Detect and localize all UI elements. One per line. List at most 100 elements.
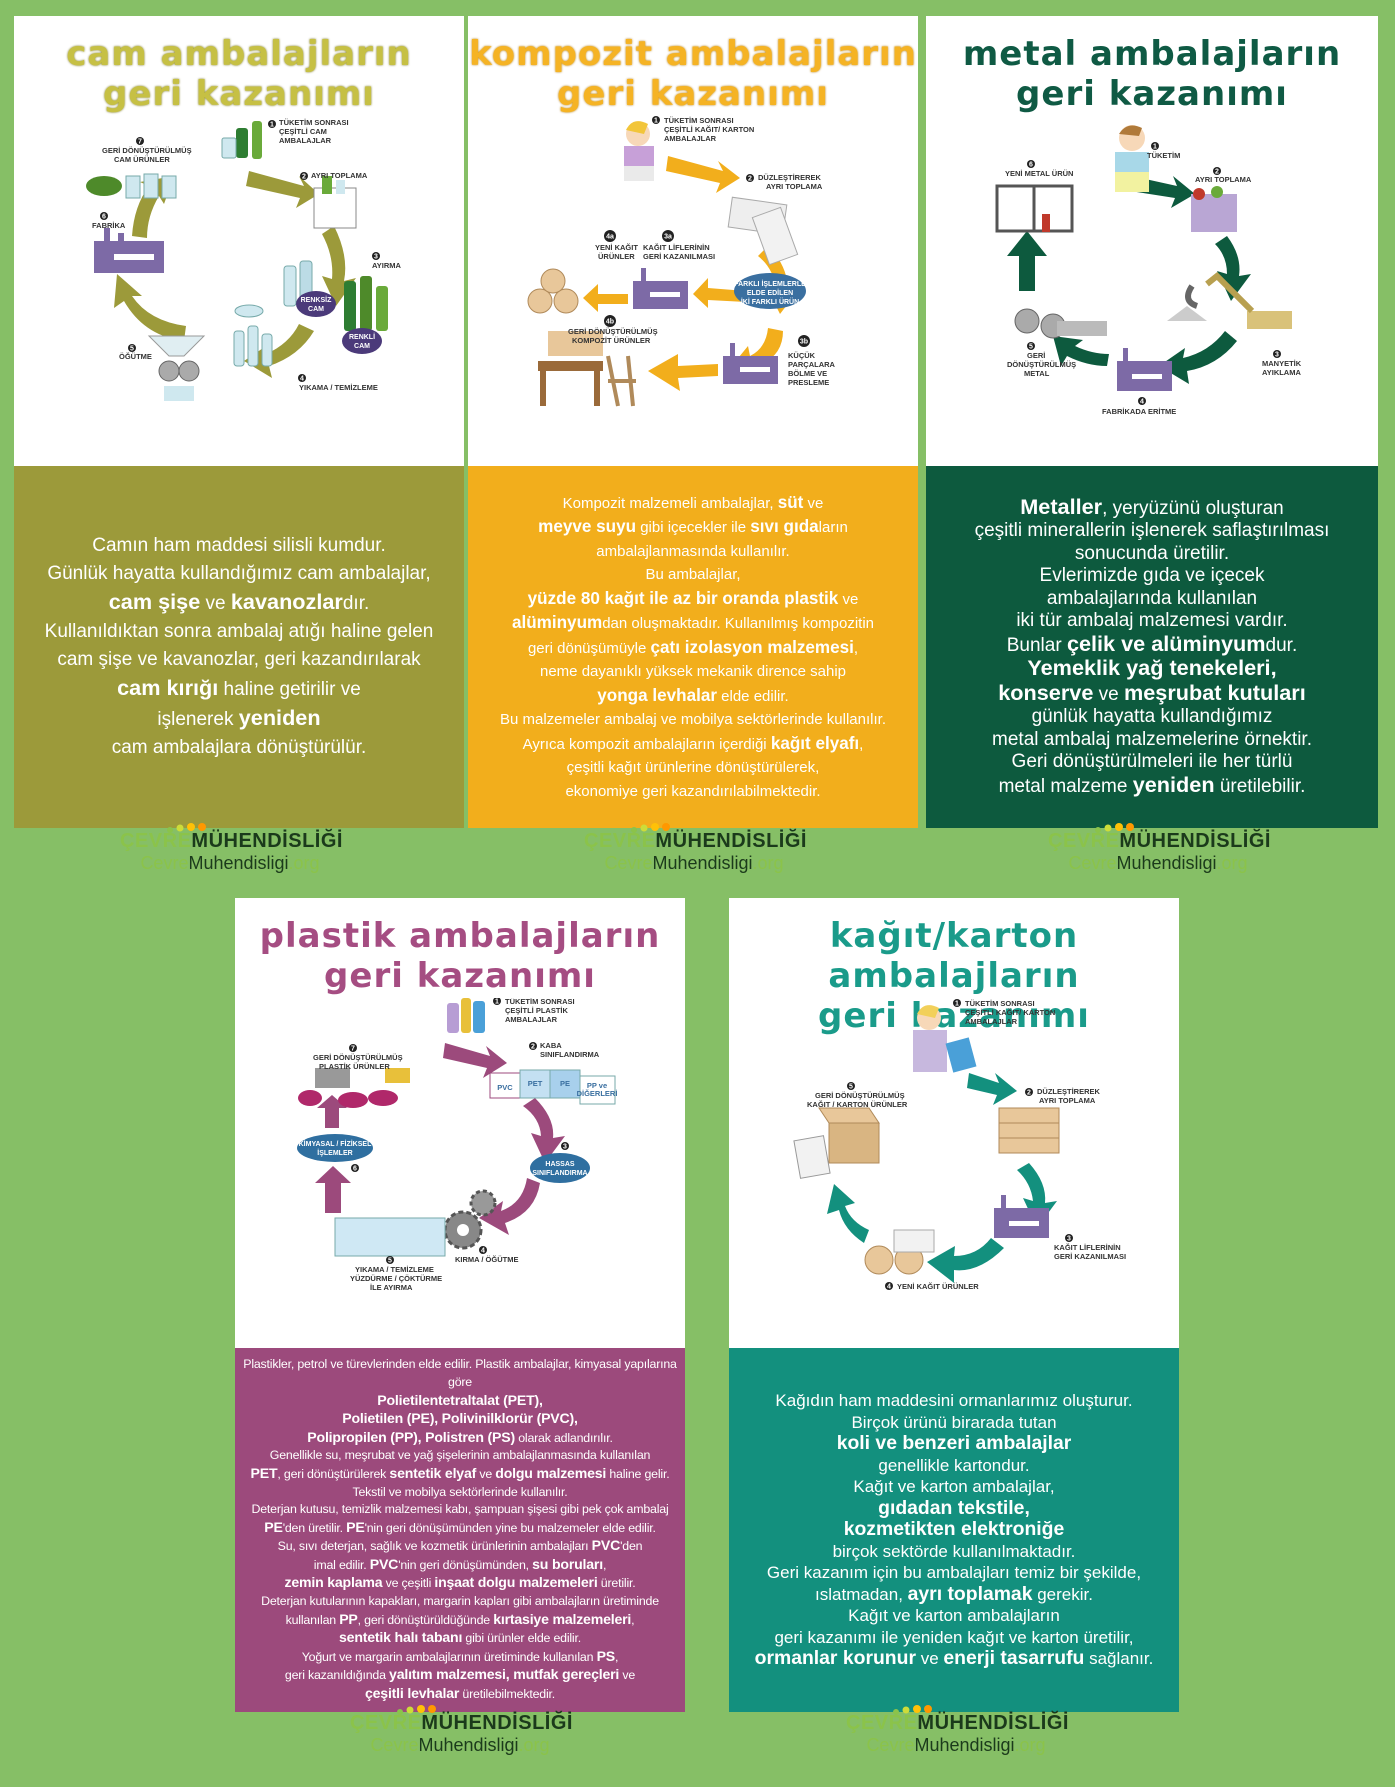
glass-bottles-icon: [221, 121, 262, 159]
logo-line-1: ÇEVREMÜHENDİSLİĞİ: [120, 830, 342, 852]
emphasis-text: zemin kaplama: [284, 1574, 383, 1591]
clear-glass-badge: [296, 291, 336, 317]
card-kagit: kağıt/karton ambalajların geri kazanımı: [729, 898, 1179, 1712]
chemical-process-label-2: İŞLEMLER: [317, 1149, 352, 1157]
step-5-label: GERİ: [1027, 351, 1045, 360]
description-line: Kağıt ve karton ambalajlar,: [853, 1476, 1054, 1498]
step-2-label: AYRI TOPLAMA: [311, 171, 368, 180]
title-line-1: cam ambalajların: [66, 34, 412, 74]
arrow-4: [114, 274, 186, 341]
logo-part: Cevre: [370, 1735, 419, 1755]
step-2-label-b: SINIFLANDIRMA: [540, 1050, 600, 1059]
logo-part: MÜHENDİSLİĞİ: [917, 1712, 1069, 1734]
svg-text:1: 1: [270, 122, 274, 129]
step-5-label: GERİ DÖNÜŞTÜRÜLMÜŞ: [815, 1091, 905, 1100]
step-3-label: MANYETİK: [1262, 359, 1302, 368]
svg-text:5: 5: [849, 1084, 853, 1091]
emphasis-text: kağıt elyafı: [770, 733, 860, 753]
body-text: günlük hayatta kullandığımız: [1031, 706, 1273, 728]
body-text: , geri dönüştürüldüğünde: [357, 1612, 494, 1627]
melting-factory-icon: [1117, 348, 1172, 391]
body-text: Evlerimizde gıda ve içecek: [1039, 565, 1265, 587]
factory-icon: [994, 1195, 1049, 1238]
description-line: Polietilentetraltalat (PET),: [377, 1392, 543, 1411]
title-line-1: metal ambalajların: [962, 34, 1342, 74]
description-line: sentetik halı tabanı gibi ürünler elde e…: [339, 1629, 581, 1648]
description-line: Bu ambalajlar,: [645, 563, 740, 587]
body-text: ların: [818, 519, 848, 537]
logo-line-2: CevreMuhendisligi.org: [1048, 852, 1268, 874]
body-text: 'den: [620, 1539, 643, 1554]
emphasis-text: PS: [596, 1647, 616, 1664]
card-kompozit: kompozit ambalajların geri kazanımı: [468, 16, 918, 828]
card-metal-header: metal ambalajların geri kazanımı: [926, 16, 1378, 466]
step-3b-label: KÜÇÜK: [788, 351, 816, 360]
logo-part: Muhendisligi: [914, 1735, 1015, 1755]
kagit-cycle-diagram: 1 TÜKETİM SONRASI ÇEŞİTLİ KAĞIT/ KARTON …: [729, 998, 1179, 1348]
pe-label: PE: [560, 1079, 570, 1088]
svg-text:3: 3: [563, 1144, 567, 1151]
pp-label: PP ve: [587, 1081, 607, 1090]
description-line: konserve ve meşrubat kutuları: [998, 681, 1305, 707]
step-7-label-b: PLASTİK ÜRÜNLER: [319, 1062, 390, 1071]
step-5-label: ÖĞÜTME: [119, 352, 152, 361]
body-text: ve: [838, 590, 859, 608]
arrow-4: [827, 1184, 869, 1243]
svg-text:3b: 3b: [800, 339, 808, 346]
body-text: Kullanıldıktan sonra ambalaj atığı halin…: [44, 621, 434, 642]
body-text: ,: [859, 735, 864, 753]
svg-text:3: 3: [374, 254, 378, 261]
logo-part: .org: [1014, 1735, 1046, 1755]
description-line: neme dayanıklı yüksek mekanik dirence sa…: [540, 660, 846, 684]
step-3-label: AYIRMA: [372, 261, 401, 270]
metal-rolls-icon: [1014, 308, 1107, 339]
body-text: Birçok ürünü birarada tutan: [851, 1412, 1057, 1432]
svg-text:2: 2: [1027, 1090, 1031, 1097]
body-text: cam ambalajlara dönüştürülür.: [111, 737, 367, 758]
step-1-label: TÜKETİM SONRASI: [664, 116, 734, 125]
emphasis-text: alüminyum: [511, 613, 603, 633]
arrow-2: [523, 1098, 565, 1163]
description-line: Camın ham maddesi silisli kumdur.: [92, 532, 386, 560]
emphasis-text: meyve suyu: [538, 517, 637, 537]
body-text: Camın ham maddesi silisli kumdur.: [92, 535, 386, 556]
person-drinking-icon: [1115, 125, 1149, 192]
step-1-label: TÜKETİM: [1147, 151, 1180, 160]
logo-part: Muhendisligi: [188, 853, 289, 873]
body-text: gibi içecekler ile: [636, 519, 751, 537]
step-1-label-b: ÇEŞİTLİ PLASTİK: [505, 1006, 569, 1015]
step-1-label-c: AMBALAJLAR: [279, 136, 332, 145]
step-5-label-c: İLE AYIRMA: [370, 1283, 413, 1292]
description-line: işlenerek yeniden: [157, 704, 320, 734]
fine-sorting-label-2: SINIFLANDIRMA: [532, 1170, 587, 1177]
description-line: cam ambalajlara dönüştürülür.: [112, 734, 367, 762]
logo-part: ÇEVRE: [120, 830, 192, 852]
factory-icon: [94, 228, 164, 273]
description-line: Kompozit malzemeli ambalajlar, süt ve: [563, 491, 824, 516]
cam-cycle-svg: RENKSİZ CAM RENKLİ CAM: [86, 118, 401, 401]
girl-drinking-icon: [624, 121, 654, 181]
step-7-label: GERİ DÖNÜŞTÜRÜLMÜŞ: [313, 1053, 403, 1062]
metal-cycle-svg: 1 TÜKETİM 2 AYRI TOPLAMA 3 MANYETİK AYIK…: [995, 125, 1302, 416]
emphasis-text: ormanlar korunur: [754, 1647, 916, 1670]
body-text: sağlanır.: [1084, 1649, 1154, 1669]
svg-text:2: 2: [302, 174, 306, 181]
body-text: üretilebilir.: [1214, 775, 1306, 797]
step-6-label: FABRİKA: [92, 221, 126, 230]
description-line: PET, geri dönüştürülerek sentetik elyaf …: [251, 1465, 670, 1484]
arrow-4: [648, 354, 718, 391]
collection-bin-icon: [1191, 194, 1237, 232]
description-line: Yemeklik yağ tenekeleri,: [1027, 657, 1276, 682]
body-text: sonucunda üretilir.: [1074, 542, 1230, 564]
svg-text:5: 5: [130, 346, 134, 353]
body-text: Bu ambalajlar,: [645, 566, 741, 584]
card-kompozit-header: kompozit ambalajların geri kazanımı: [468, 16, 918, 466]
recycled-plastic-products-icon: [298, 1068, 410, 1108]
step-3b-label-d: PRESLEME: [788, 378, 829, 387]
